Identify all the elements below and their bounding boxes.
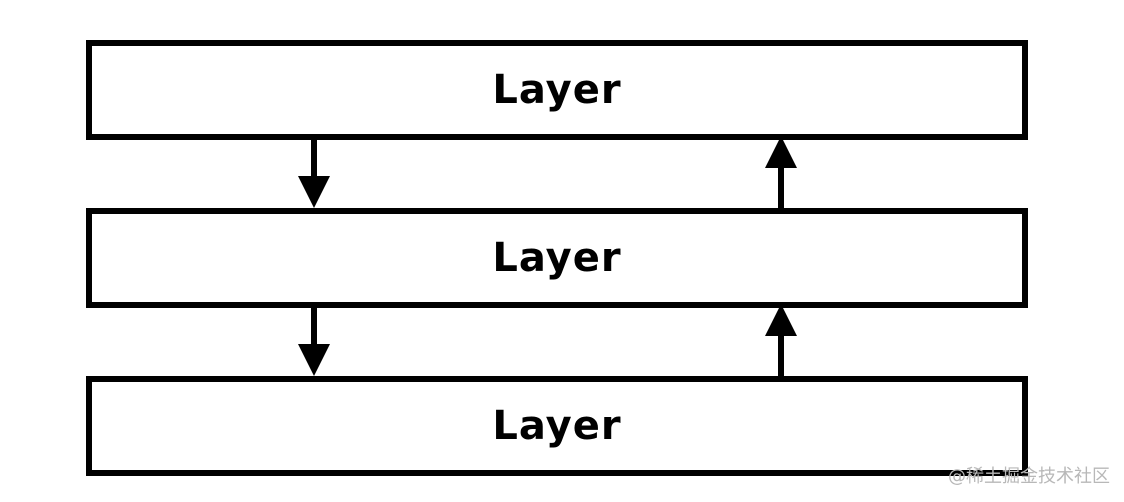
layer-label-top: Layer (492, 67, 622, 113)
arrow-down-middle-to-bottom (298, 302, 330, 376)
arrow-up-bottom-to-middle (765, 304, 797, 376)
layer-box-top: Layer (86, 40, 1028, 140)
layer-label-bottom: Layer (492, 403, 622, 449)
arrow-up-middle-to-top (765, 136, 797, 208)
layer-box-middle: Layer (86, 208, 1028, 308)
layer-box-bottom: Layer (86, 376, 1028, 476)
watermark-text: @稀土掘金技术社区 (948, 466, 1110, 487)
layer-label-middle: Layer (492, 235, 622, 281)
arrow-down-top-to-middle (298, 134, 330, 208)
